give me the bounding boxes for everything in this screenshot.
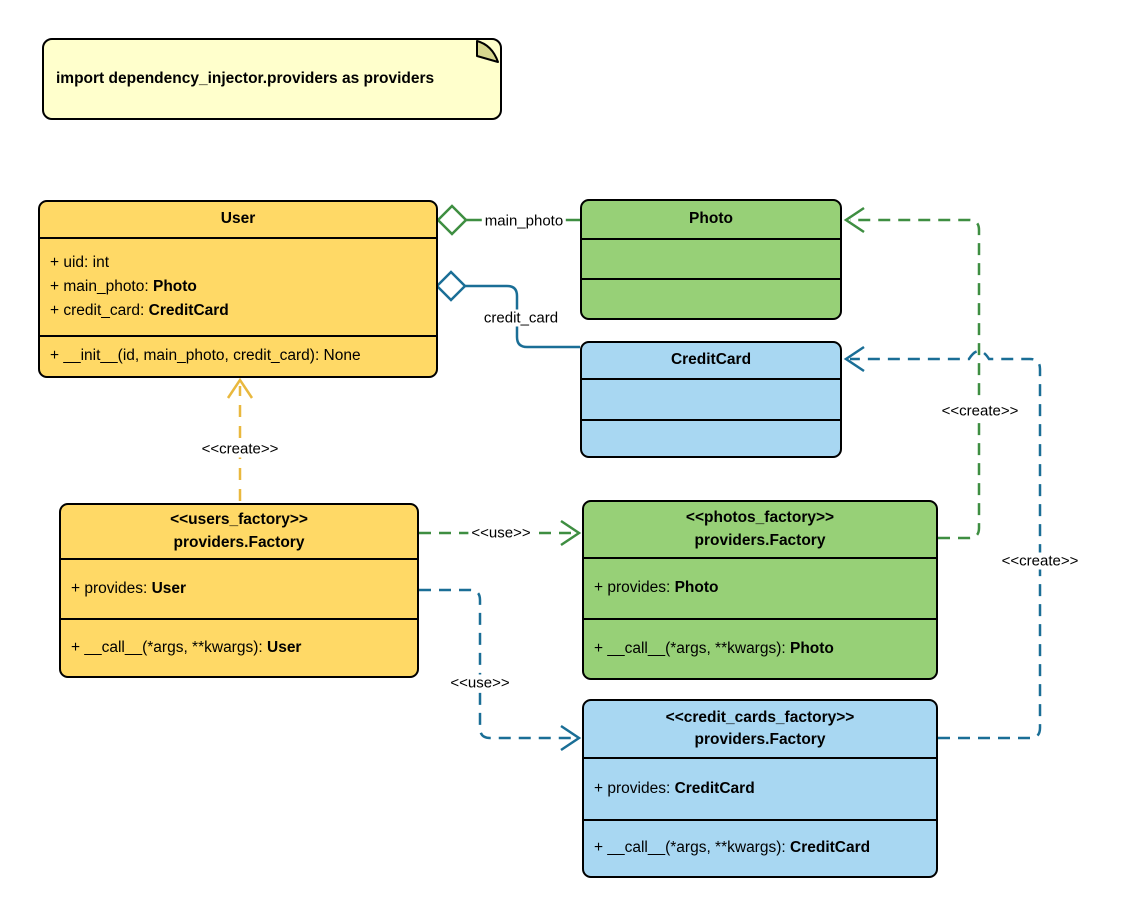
class-user-attributes: + uid: int + main_photo: Photo + credit_…	[40, 239, 436, 337]
class-photo: Photo	[580, 199, 842, 320]
class-photo-header: Photo	[582, 201, 840, 240]
method-row: + __call__(*args, **kwargs): Photo	[594, 637, 926, 661]
aggregation-diamond-icon-main-photo	[436, 204, 468, 236]
class-photos-factory-methods: + __call__(*args, **kwargs): Photo	[584, 620, 936, 678]
note-text: import dependency_injector.providers as …	[56, 70, 435, 87]
class-user: User + uid: int + main_photo: Photo + cr…	[38, 200, 438, 378]
class-photos-factory-header: <<photos_factory>> providers.Factory	[584, 502, 936, 559]
class-credit-card-methods	[582, 421, 840, 456]
attribute-type: Photo	[152, 277, 197, 295]
class-stereotype: <<credit_cards_factory>>	[665, 708, 855, 726]
class-title: CreditCard	[670, 351, 752, 369]
attribute-text: + provides:	[594, 579, 675, 597]
edge-label-main-photo: main_photo	[481, 212, 567, 230]
class-credit-card: CreditCard	[580, 341, 842, 458]
attribute-text: + provides:	[594, 779, 675, 797]
open-arrowhead-icon-create-photo	[843, 206, 865, 234]
class-user-header: User	[40, 202, 436, 239]
method-row: + __init__(id, main_photo, credit_card):…	[50, 344, 426, 368]
method-type: CreditCard	[790, 839, 871, 857]
class-photos-factory-attributes: + provides: Photo	[584, 559, 936, 620]
class-users-factory-methods: + __call__(*args, **kwargs): User	[61, 620, 417, 676]
class-title: providers.Factory	[694, 531, 826, 549]
method-text: + __init__(id, main_photo, credit_card):…	[50, 347, 361, 365]
attribute-text: + credit_card:	[50, 302, 149, 319]
method-text: + __call__(*args, **kwargs):	[594, 839, 790, 857]
uml-note: import dependency_injector.providers as …	[42, 38, 502, 120]
class-user-methods: + __init__(id, main_photo, credit_card):…	[40, 337, 436, 376]
attribute-type: CreditCard	[674, 779, 755, 797]
attribute-row: + main_photo: Photo	[50, 275, 426, 299]
use-credit-cards-dashed-line	[419, 588, 576, 740]
method-row: + __call__(*args, **kwargs): CreditCard	[594, 836, 926, 860]
class-users-factory: <<users_factory>> providers.Factory + pr…	[59, 503, 419, 678]
edge-label-use-photos: <<use>>	[468, 524, 534, 542]
attribute-row: + uid: int	[50, 251, 426, 275]
open-arrowhead-icon-use-credit-cards	[560, 724, 582, 752]
method-text: + __call__(*args, **kwargs):	[71, 638, 267, 656]
attribute-row: + provides: Photo	[594, 576, 926, 600]
method-type: Photo	[790, 639, 834, 657]
class-stereotype: <<users_factory>>	[170, 511, 308, 529]
method-row: + __call__(*args, **kwargs): User	[71, 636, 407, 660]
class-title: providers.Factory	[173, 533, 305, 551]
class-credit-cards-factory: <<credit_cards_factory>> providers.Facto…	[582, 699, 938, 878]
edge-label-create-credit-card: <<create>>	[998, 552, 1082, 570]
attribute-row: + provides: User	[71, 577, 407, 601]
class-photos-factory: <<photos_factory>> providers.Factory + p…	[582, 500, 938, 680]
open-arrowhead-icon-create-user	[226, 377, 254, 399]
class-credit-cards-factory-methods: + __call__(*args, **kwargs): CreditCard	[584, 821, 936, 876]
edge-label-create-photo: <<create>>	[938, 402, 1022, 420]
class-photo-methods	[582, 280, 840, 318]
attribute-type: Photo	[674, 579, 719, 597]
class-users-factory-attributes: + provides: User	[61, 560, 417, 620]
method-type: User	[267, 638, 302, 656]
class-credit-card-attributes	[582, 380, 840, 421]
attribute-row: + provides: CreditCard	[594, 777, 926, 801]
class-credit-card-header: CreditCard	[582, 343, 840, 380]
class-stereotype: <<photos_factory>>	[685, 509, 835, 527]
attribute-text: + provides:	[71, 579, 152, 597]
open-arrowhead-icon-create-credit-card	[843, 345, 865, 373]
class-credit-cards-factory-header: <<credit_cards_factory>> providers.Facto…	[584, 701, 936, 759]
class-users-factory-header: <<users_factory>> providers.Factory	[61, 505, 417, 560]
aggregation-diamond-icon-credit-card	[435, 270, 467, 302]
class-title: User	[220, 210, 256, 228]
class-photo-attributes	[582, 240, 840, 280]
attribute-text: + uid: int	[50, 253, 110, 271]
attribute-text: + main_photo:	[50, 277, 153, 295]
class-title: Photo	[689, 210, 733, 228]
attribute-row: + credit_card: CreditCard	[50, 299, 426, 323]
attribute-type: CreditCard	[148, 302, 229, 319]
method-text: + __call__(*args, **kwargs):	[594, 639, 790, 657]
edge-label-create-user: <<create>>	[198, 440, 282, 458]
class-title: providers.Factory	[694, 731, 826, 748]
open-arrowhead-icon-use-photos	[560, 519, 582, 547]
edge-label-use-credit-cards: <<use>>	[447, 674, 513, 692]
create-photo-dashed-line	[850, 218, 981, 540]
attribute-type: User	[151, 579, 187, 597]
class-credit-cards-factory-attributes: + provides: CreditCard	[584, 759, 936, 821]
note-fold-corner-icon	[476, 40, 499, 63]
edge-label-credit-card: credit_card	[480, 309, 562, 327]
